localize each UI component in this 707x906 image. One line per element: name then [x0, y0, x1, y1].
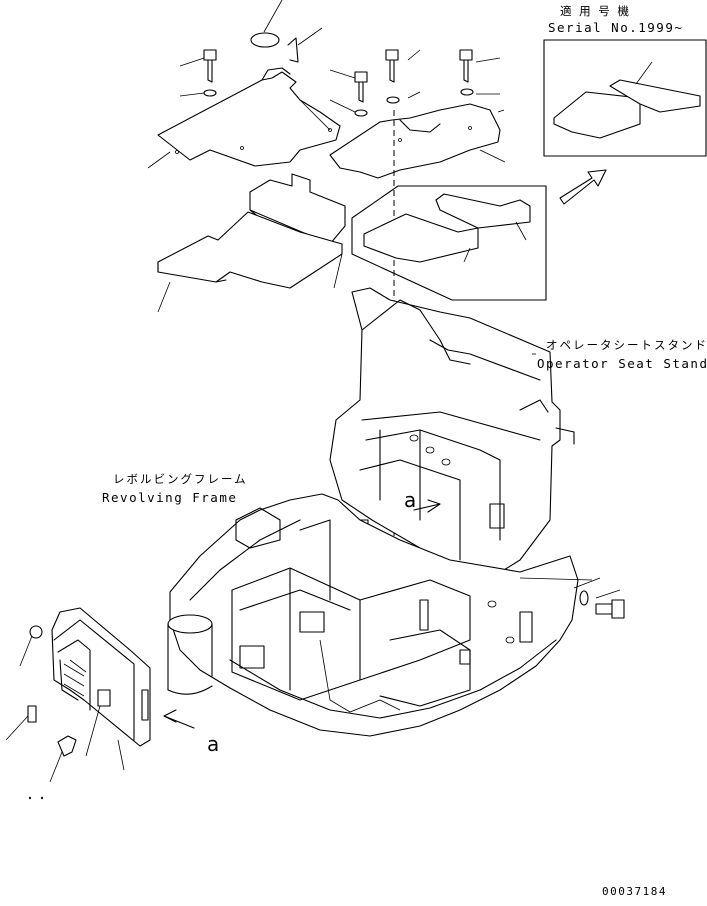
- serial-number: Serial No.1999~: [548, 20, 684, 35]
- arrow-view-a-lower: [163, 709, 195, 729]
- operator-seat-stand-label-jp: オペレータシートスタンド: [546, 338, 707, 352]
- serial-box: [543, 39, 707, 157]
- arrow-view-a-upper: [413, 499, 441, 513]
- detail-box-middle: [351, 185, 547, 301]
- right-bolt: [519, 577, 625, 619]
- callout-a-upper: a: [404, 488, 417, 512]
- side-cover: [27, 607, 151, 757]
- revolving-frame: [167, 493, 579, 737]
- callout-a-lower: a: [207, 732, 220, 756]
- floor-mats: [157, 173, 346, 313]
- revolving-frame-label-en: Revolving Frame: [102, 490, 238, 505]
- upper-leaders: [147, 0, 506, 169]
- serial-box-title: 適 用 号 機: [560, 4, 631, 18]
- revolving-frame-label-jp: レボルビングフレーム: [113, 472, 248, 486]
- floor-plate-left: [157, 67, 341, 167]
- lower-leaders: [5, 635, 125, 800]
- upper-bolts: [203, 32, 474, 117]
- operator-seat-stand-label-en: Operator Seat Stand: [537, 356, 707, 371]
- operator-seat-stand: [329, 287, 575, 585]
- arrow-to-serial-box: [559, 169, 607, 205]
- drawing-number: 00037184: [602, 885, 667, 898]
- floor-plate-right: [329, 103, 501, 179]
